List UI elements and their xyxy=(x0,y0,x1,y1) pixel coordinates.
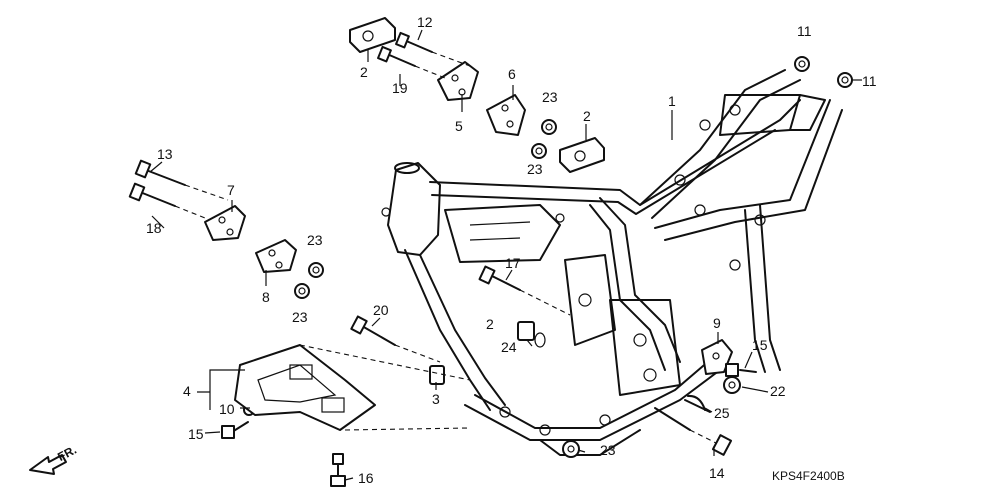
bolt-12 xyxy=(395,31,471,67)
callout-label-11: 11 xyxy=(862,73,877,89)
callout-label-18: 18 xyxy=(146,220,162,236)
callout-label-6: 6 xyxy=(508,66,516,82)
nut-23-e xyxy=(562,440,580,458)
nut-23-a xyxy=(541,119,557,135)
callout-label-11: 11 xyxy=(797,23,812,39)
skid-plate-guideline xyxy=(299,344,471,431)
callout-label-25: 25 xyxy=(714,405,730,421)
callout-label-16: 16 xyxy=(358,470,374,486)
callout-label-23: 23 xyxy=(542,89,558,105)
mount-rubber-2-a xyxy=(349,17,396,53)
callout-label-7: 7 xyxy=(227,182,235,198)
callout-label-1: 1 xyxy=(668,93,676,109)
callout-labels: 1222345678910111112131415151617181920222… xyxy=(146,14,877,486)
bolt-18 xyxy=(128,182,211,221)
callout-label-15: 15 xyxy=(752,337,768,353)
nut-23-b xyxy=(531,143,547,159)
callout-label-2: 2 xyxy=(583,108,591,124)
callout-label-24: 24 xyxy=(501,339,517,355)
callout-label-23: 23 xyxy=(527,161,543,177)
callout-label-2: 2 xyxy=(360,64,368,80)
callout-label-17: 17 xyxy=(505,255,521,271)
callout-label-2: 2 xyxy=(486,316,494,332)
bracket-6 xyxy=(486,94,526,136)
callout-label-23: 23 xyxy=(292,309,308,325)
diagram-code: KPS4F2400B xyxy=(772,469,845,483)
callout-label-3: 3 xyxy=(432,391,440,407)
bolt-16 xyxy=(330,453,346,487)
clip-25 xyxy=(684,394,711,413)
nut-23-c xyxy=(308,262,324,278)
callout-label-9: 9 xyxy=(713,315,721,331)
callout-label-19: 19 xyxy=(392,80,408,96)
callout-label-14: 14 xyxy=(709,465,725,481)
nut-22 xyxy=(723,376,741,394)
bolt-13 xyxy=(134,159,229,201)
bracket-8 xyxy=(255,239,297,273)
bolt-15-right xyxy=(725,363,757,377)
callout-label-20: 20 xyxy=(373,302,389,318)
nut-11-a xyxy=(794,56,810,72)
callout-label-13: 13 xyxy=(157,146,173,162)
callout-label-5: 5 xyxy=(455,118,463,134)
mount-rubber-2-b xyxy=(559,137,605,173)
bolt-19 xyxy=(377,45,446,79)
skid-plate xyxy=(234,344,376,431)
callout-label-10: 10 xyxy=(219,401,235,417)
callout-label-12: 12 xyxy=(417,14,433,30)
callout-label-8: 8 xyxy=(262,289,270,305)
bolt-17 xyxy=(478,265,571,316)
nut-11-b xyxy=(837,72,853,88)
bolt-15-left xyxy=(221,421,249,439)
bolt-14 xyxy=(654,407,733,456)
collar-3 xyxy=(429,365,445,385)
callout-label-22: 22 xyxy=(770,383,786,399)
front-direction-arrow xyxy=(29,454,67,475)
callout-label-4: 4 xyxy=(183,383,191,399)
callout-label-23: 23 xyxy=(307,232,323,248)
callout-label-23: 23 xyxy=(600,442,616,458)
nut-23-d xyxy=(294,283,310,299)
leader-lines xyxy=(149,29,862,481)
callout-label-15: 15 xyxy=(188,426,204,442)
collar-24 xyxy=(517,321,546,348)
bracket-5 xyxy=(437,61,479,101)
main-frame xyxy=(381,69,843,456)
bracket-9 xyxy=(701,339,733,375)
bolt-20 xyxy=(350,315,441,363)
bracket-7 xyxy=(204,205,246,241)
